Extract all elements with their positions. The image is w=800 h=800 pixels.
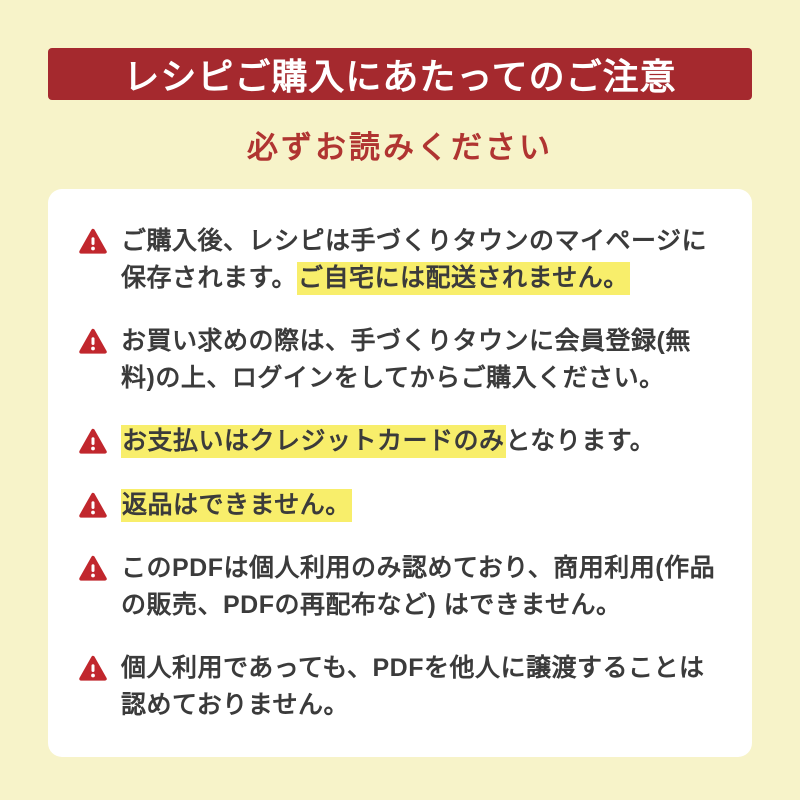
highlighted-text: ご自宅には配送されません。 <box>297 261 630 295</box>
warning-triangle-icon <box>78 427 108 457</box>
plain-text: 個人利用であっても、PDFを他人に譲渡することは認めておりません。 <box>121 654 705 719</box>
notice-text: 個人利用であっても、PDFを他人に譲渡することは認めておりません。 <box>121 650 722 723</box>
page-title: レシピご購入にあたってのご注意 <box>123 56 677 97</box>
highlighted-text: 返品はできません。 <box>121 488 352 522</box>
notice-text: 返品はできません。 <box>121 487 352 524</box>
notice-item: 返品はできません。 <box>78 487 722 524</box>
notice-item: お買い求めの際は、手づくりタウンに会員登録(無料)の上、ログインをしてからご購入… <box>78 323 722 396</box>
subtitle: 必ずお読みください <box>247 130 553 165</box>
notice-text: ご購入後、レシピは手づくりタウンのマイページに保存されます。ご自宅には配送されま… <box>121 223 722 296</box>
warning-triangle-icon <box>78 554 108 584</box>
notice-item: お支払いはクレジットカードのみとなります。 <box>78 423 722 460</box>
warning-triangle-icon <box>78 654 108 684</box>
warning-triangle-icon <box>78 327 108 357</box>
notice-text: このPDFは個人利用のみ認めており、商用利用(作品の販売、PDFの再配布など) … <box>121 550 722 623</box>
notice-text: お支払いはクレジットカードのみとなります。 <box>121 423 655 460</box>
highlighted-text: お支払いはクレジットカードのみ <box>121 425 506 458</box>
plain-text: となります。 <box>505 427 656 455</box>
warning-triangle-icon <box>78 491 108 521</box>
plain-text: お買い求めの際は、手づくりタウンに会員登録(無料)の上、ログインをしてからご購入… <box>121 327 691 392</box>
notice-item: 個人利用であっても、PDFを他人に譲渡することは認めておりません。 <box>78 650 722 723</box>
notice-banner: レシピご購入にあたってのご注意 <box>48 48 752 100</box>
plain-text: このPDFは個人利用のみ認めており、商用利用(作品の販売、PDFの再配布など) … <box>121 554 716 619</box>
notice-item: このPDFは個人利用のみ認めており、商用利用(作品の販売、PDFの再配布など) … <box>78 550 722 623</box>
notice-text: お買い求めの際は、手づくりタウンに会員登録(無料)の上、ログインをしてからご購入… <box>121 323 722 396</box>
notice-card: ご購入後、レシピは手づくりタウンのマイページに保存されます。ご自宅には配送されま… <box>48 189 752 757</box>
plain-text: ご購入後、レシピは手づくりタウンのマイページに保存されます。 <box>121 227 708 292</box>
notice-list: ご購入後、レシピは手づくりタウンのマイページに保存されます。ご自宅には配送されま… <box>78 223 722 723</box>
notice-item: ご購入後、レシピは手づくりタウンのマイページに保存されます。ご自宅には配送されま… <box>78 223 722 296</box>
warning-triangle-icon <box>78 227 108 257</box>
